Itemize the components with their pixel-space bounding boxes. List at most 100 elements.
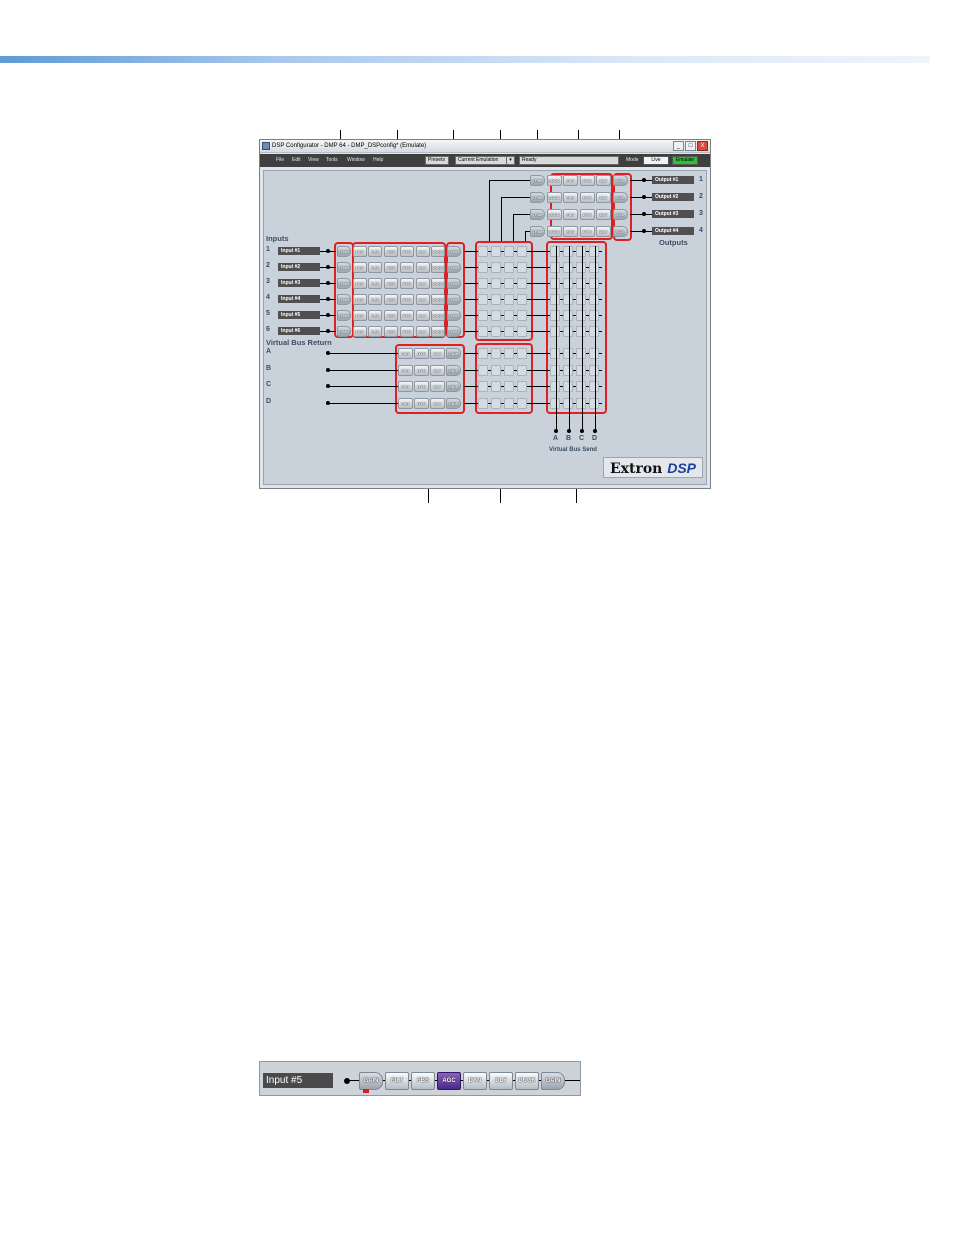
virtual-return-dyn-block[interactable]: DYN: [414, 364, 429, 376]
input-dyn-block[interactable]: DYN: [399, 246, 414, 257]
input-dyn-block[interactable]: DYN: [399, 310, 414, 321]
input-gain-block[interactable]: GAIN: [446, 278, 461, 289]
live-button[interactable]: Live: [643, 156, 669, 165]
virtual-return-dyn-block[interactable]: DYN: [414, 381, 429, 392]
output-dyn-block[interactable]: DYN: [579, 192, 595, 203]
output-loud-block[interactable]: LOUD: [546, 192, 562, 203]
input-gain-block[interactable]: GAIN: [337, 294, 351, 305]
input-dly-block[interactable]: DLY: [415, 310, 430, 321]
input-duck-block[interactable]: DUCK: [431, 294, 446, 305]
virtual-send-cell[interactable]: [550, 294, 560, 305]
input-gain-block[interactable]: GAIN: [337, 262, 351, 273]
virtual-send-cell[interactable]: [589, 397, 599, 409]
menu-edit[interactable]: Edit: [292, 157, 301, 163]
mixer-cell[interactable]: [478, 278, 488, 289]
mixer-cell[interactable]: [517, 348, 527, 359]
output-loud-block[interactable]: LOUD: [546, 226, 562, 237]
strip-filt-block[interactable]: FILT: [385, 1072, 409, 1090]
output-dyn-block[interactable]: DYN: [579, 175, 595, 186]
output-filt-block[interactable]: FILT: [563, 226, 578, 237]
output-dyn-block[interactable]: DYN: [579, 226, 595, 237]
virtual-send-cell[interactable]: [563, 397, 573, 409]
virtual-send-cell[interactable]: [576, 364, 586, 376]
input-gain-block[interactable]: GAIN: [446, 310, 461, 321]
input-dly-block[interactable]: DLY: [415, 262, 430, 273]
mixer-cell[interactable]: [504, 262, 514, 273]
menu-help[interactable]: Help: [373, 157, 384, 163]
virtual-return-dly-block[interactable]: DLY: [430, 348, 445, 359]
mixer-cell[interactable]: [504, 381, 514, 392]
virtual-send-cell[interactable]: [550, 348, 560, 359]
virtual-send-cell[interactable]: [563, 262, 573, 273]
input-dly-block[interactable]: DLY: [415, 294, 430, 305]
mixer-cell[interactable]: [517, 294, 527, 305]
input-dly-block[interactable]: DLY: [415, 326, 430, 337]
virtual-send-cell[interactable]: [576, 381, 586, 392]
virtual-send-cell[interactable]: [563, 310, 573, 321]
virtual-send-cell[interactable]: [563, 326, 573, 337]
emulate-button[interactable]: Emulate: [672, 156, 698, 165]
virtual-send-cell[interactable]: [576, 397, 586, 409]
input-dly-block[interactable]: DLY: [415, 246, 430, 257]
input-gain-block[interactable]: GAIN: [446, 326, 461, 337]
virtual-send-cell[interactable]: [576, 310, 586, 321]
virtual-send-cell[interactable]: [589, 381, 599, 392]
input-filt-block[interactable]: FILT: [352, 278, 367, 289]
output-vol-block[interactable]: VOL: [612, 175, 628, 186]
mixer-cell[interactable]: [478, 364, 488, 376]
input-dyn-block[interactable]: DYN: [399, 326, 414, 337]
mixer-cell[interactable]: [517, 364, 527, 376]
mixer-cell[interactable]: [504, 294, 514, 305]
output-loud-block[interactable]: LOUD: [546, 209, 562, 220]
input-filt-block[interactable]: FILT: [352, 294, 367, 305]
virtual-send-cell[interactable]: [563, 294, 573, 305]
output-vol-block[interactable]: VOL: [612, 192, 628, 203]
mixer-cell[interactable]: [517, 397, 527, 409]
input-fbs-block[interactable]: FBS: [368, 262, 383, 273]
virtual-send-cell[interactable]: [589, 294, 599, 305]
menu-tools[interactable]: Tools: [326, 157, 338, 163]
output-filt-block[interactable]: FILT: [563, 192, 578, 203]
output-filt-block[interactable]: FILT: [563, 209, 578, 220]
mixer-cell[interactable]: [478, 348, 488, 359]
input-dyn-block[interactable]: DYN: [399, 278, 414, 289]
mixer-cell[interactable]: [478, 262, 488, 273]
input-duck-block[interactable]: DUCK: [431, 326, 446, 337]
input-fbs-block[interactable]: FBS: [368, 326, 383, 337]
mixer-cell[interactable]: [491, 294, 501, 305]
mixer-cell[interactable]: [478, 294, 488, 305]
strip-dyn-block[interactable]: DYN: [463, 1072, 487, 1090]
virtual-return-gain-block[interactable]: GAIN: [446, 348, 461, 359]
virtual-send-cell[interactable]: [563, 246, 573, 257]
mixer-cell[interactable]: [491, 381, 501, 392]
virtual-return-filt-block[interactable]: FILT: [398, 397, 413, 409]
virtual-send-cell[interactable]: [589, 262, 599, 273]
virtual-send-cell[interactable]: [563, 348, 573, 359]
virtual-send-cell[interactable]: [589, 348, 599, 359]
mixer-cell[interactable]: [478, 310, 488, 321]
mixer-cell[interactable]: [517, 278, 527, 289]
mixer-cell[interactable]: [491, 246, 501, 257]
virtual-send-cell[interactable]: [550, 381, 560, 392]
input-fbs-block[interactable]: FBS: [368, 294, 383, 305]
virtual-send-cell[interactable]: [576, 326, 586, 337]
strip-gain-block[interactable]: GAIN: [359, 1072, 383, 1090]
output-trim-block[interactable]: TRIM: [530, 175, 545, 186]
virtual-return-gain-block[interactable]: GAIN: [446, 397, 461, 409]
input-agc-block[interactable]: AGC: [384, 326, 399, 337]
virtual-send-cell[interactable]: [563, 381, 573, 392]
virtual-send-cell[interactable]: [550, 397, 560, 409]
strip-agc-block[interactable]: AGC: [437, 1072, 461, 1090]
output-dly-block[interactable]: DLY: [596, 175, 611, 186]
input-filt-block[interactable]: FILT: [352, 310, 367, 321]
input-gain-block[interactable]: GAIN: [337, 246, 351, 257]
menu-file[interactable]: File: [276, 157, 285, 163]
mixer-cell[interactable]: [517, 326, 527, 337]
virtual-return-dly-block[interactable]: DLY: [430, 381, 445, 392]
output-dly-block[interactable]: DLY: [596, 209, 611, 220]
mixer-cell[interactable]: [504, 326, 514, 337]
virtual-send-cell[interactable]: [550, 364, 560, 376]
virtual-send-cell[interactable]: [589, 364, 599, 376]
virtual-send-cell[interactable]: [550, 278, 560, 289]
virtual-send-cell[interactable]: [563, 278, 573, 289]
